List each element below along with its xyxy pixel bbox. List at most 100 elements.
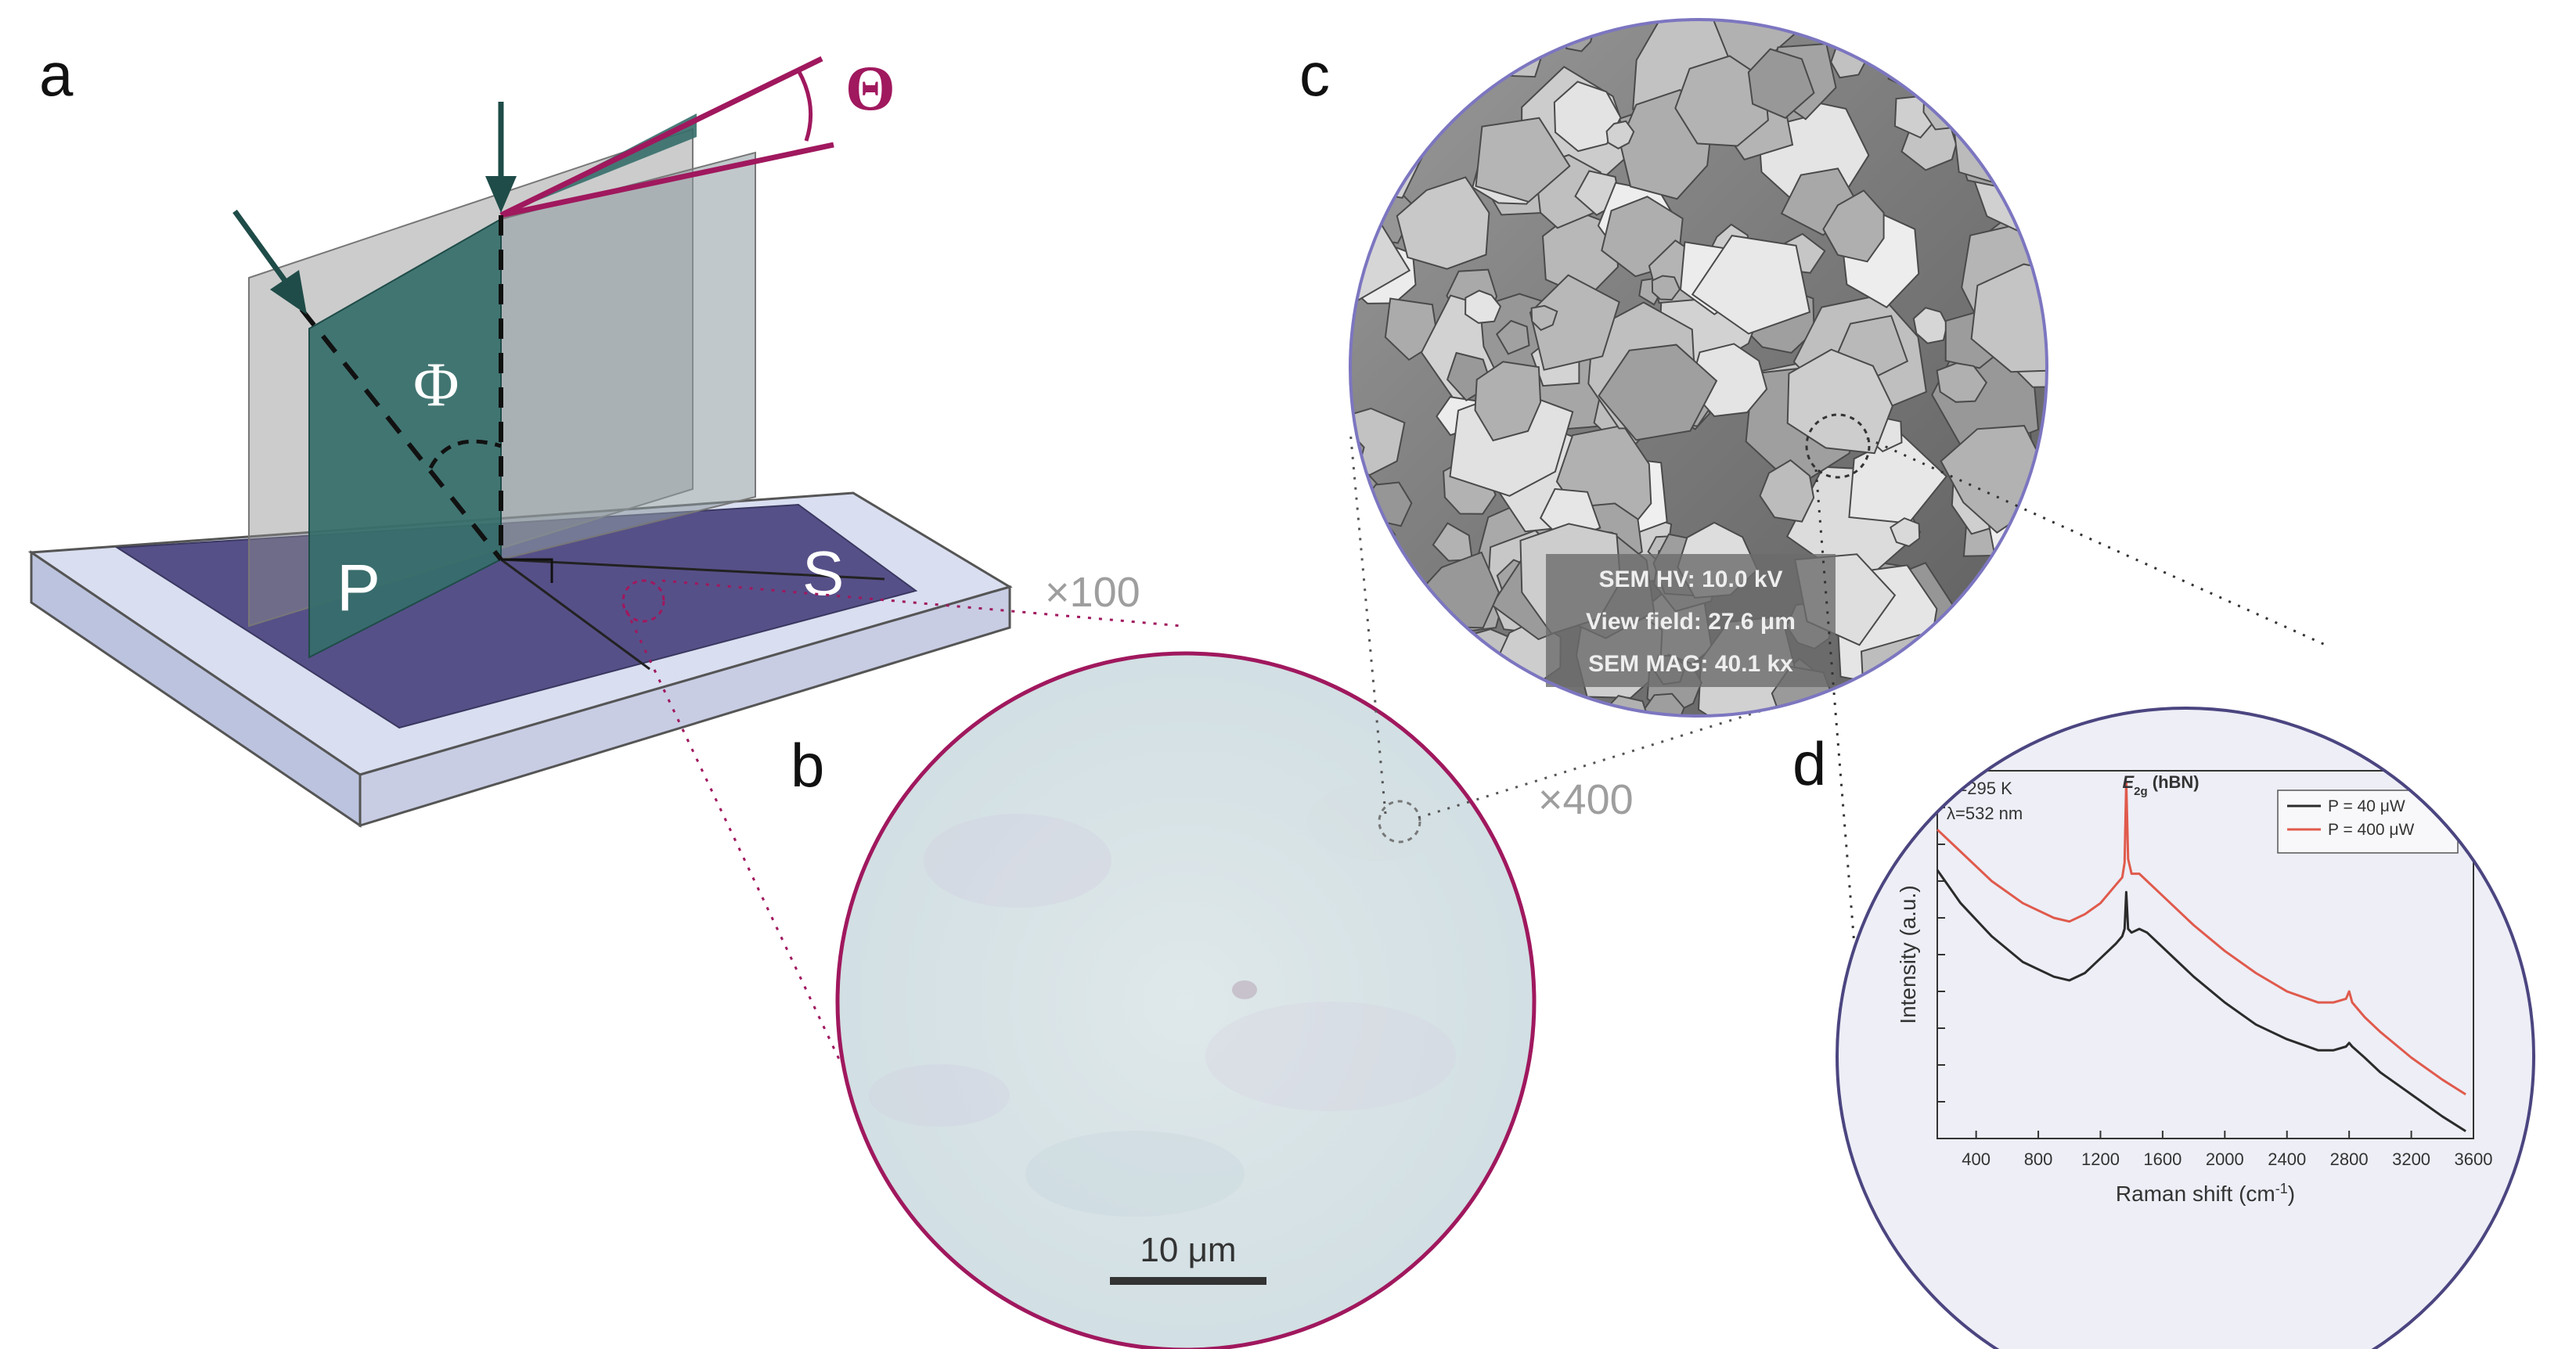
legend-entry: P = 400 μW bbox=[2328, 821, 2415, 839]
sem-grain bbox=[1530, 304, 1558, 331]
substrate-left bbox=[30, 550, 362, 828]
sem-grain bbox=[1396, 176, 1490, 270]
x-tick-label: 3600 bbox=[2455, 1149, 2493, 1169]
theta-line-lower bbox=[500, 142, 834, 218]
sem-grain bbox=[1350, 20, 1371, 52]
sem-grain bbox=[1350, 597, 1442, 677]
sem-info-box bbox=[1546, 554, 1836, 687]
sem-grain bbox=[1747, 48, 1815, 119]
sem-grain bbox=[1651, 275, 1681, 301]
series-line-2 bbox=[1936, 780, 2466, 1095]
sem-grain bbox=[1759, 459, 1815, 523]
sem-grain bbox=[1860, 634, 1957, 716]
condition-label: λ=532 nm bbox=[1947, 804, 2023, 823]
zoom-line-a-b-2 bbox=[625, 610, 843, 1065]
theta-symbol: Θ bbox=[845, 52, 895, 124]
sem-grain bbox=[1674, 55, 1769, 147]
sem-grain bbox=[1877, 656, 1978, 716]
sem-grain bbox=[2007, 516, 2047, 561]
sem-grain bbox=[1448, 47, 1492, 85]
panel-d-raman-spectrum: d 400 800 1200 1600 2000 2400 2800 3200 3600Rama… bbox=[1792, 707, 2535, 1349]
sample-cross-line-1 bbox=[500, 558, 650, 671]
sem-grain bbox=[1495, 319, 1530, 355]
x-axis-label: Raman shift (cm-1) bbox=[2116, 1181, 2295, 1206]
sem-grain bbox=[1430, 679, 1467, 716]
sem-grain bbox=[1970, 263, 2047, 373]
x-tick-label: 3200 bbox=[2392, 1149, 2430, 1169]
sem-mag-label: SEM MAG: 40.1 kx bbox=[1588, 651, 1793, 677]
sem-grain bbox=[1553, 81, 1622, 153]
sem-grain bbox=[1605, 120, 1635, 149]
plane-label-p: P bbox=[337, 551, 380, 624]
sem-grain bbox=[1936, 362, 1988, 403]
s-plane-right bbox=[500, 151, 756, 561]
theta-line-upper bbox=[499, 56, 823, 218]
sem-grain bbox=[1902, 20, 2002, 63]
panel-letter-d: d bbox=[1792, 729, 1826, 798]
sem-grain bbox=[1375, 20, 1483, 77]
magnification-label-400: ×400 bbox=[1538, 776, 1634, 823]
plane-label-s: S bbox=[802, 538, 844, 608]
sem-grain bbox=[1822, 189, 1885, 263]
incidence-dashed-line bbox=[299, 308, 503, 561]
sample-cross-line-2 bbox=[500, 558, 885, 581]
sem-grain bbox=[1890, 517, 1921, 548]
scale-bar-label: 10 μm bbox=[1140, 1231, 1236, 1269]
y-axis-label: Intensity (a.u.) bbox=[1896, 885, 1920, 1023]
sem-grain bbox=[1891, 658, 1999, 716]
sem-grain bbox=[1475, 117, 1571, 203]
x-tick-label: 1200 bbox=[2081, 1149, 2120, 1169]
arrow-oblique-head bbox=[270, 270, 307, 315]
phi-symbol: Φ bbox=[413, 351, 459, 419]
sem-grain bbox=[1996, 60, 2047, 138]
phi-arc bbox=[428, 439, 502, 469]
panel-b-optical-micrograph: b 10 μm ×400 bbox=[791, 651, 1634, 1349]
panel-letter-a: a bbox=[39, 40, 74, 109]
sem-grain bbox=[1952, 95, 2035, 187]
x-tick-label: 800 bbox=[2024, 1149, 2053, 1169]
x-tick-label: 1600 bbox=[2143, 1149, 2181, 1169]
x-tick-label: 2400 bbox=[2268, 1149, 2306, 1169]
theta-arc bbox=[796, 69, 813, 142]
panel-c-sem-image: c SEM HV: 10.0 kV View field: 27.6 μm SE… bbox=[1299, 18, 2048, 718]
panel-letter-b: b bbox=[791, 731, 824, 800]
sem-grain bbox=[1822, 20, 1865, 49]
raman-circle-border bbox=[1836, 707, 2535, 1349]
sem-grain bbox=[1353, 20, 1468, 121]
sem-grain bbox=[1350, 20, 1437, 55]
optical-image-border bbox=[835, 651, 1537, 1349]
arrow-oblique-shaft bbox=[232, 209, 288, 284]
magnification-label-100: ×100 bbox=[1045, 569, 1140, 616]
panel-a-geometry-diagram: a Θ Φ P S bbox=[27, 40, 1140, 828]
sem-zoom-marker bbox=[1805, 413, 1871, 479]
sem-grain bbox=[1786, 348, 1893, 455]
sem-grain bbox=[1350, 595, 1443, 680]
scale-bar bbox=[1110, 1277, 1266, 1285]
sem-grain bbox=[1965, 690, 2012, 716]
sample-zoom-marker bbox=[621, 579, 665, 623]
sem-grain bbox=[1465, 290, 1502, 324]
raman-chart: 400 800 1200 1600 2000 2400 2800 3200 3600Raman … bbox=[1896, 770, 2493, 1206]
x-tick-label: 400 bbox=[1962, 1149, 1991, 1169]
sem-grain bbox=[1350, 84, 1409, 168]
optical-zoom-marker bbox=[1378, 800, 1421, 844]
sem-grain bbox=[1474, 361, 1542, 442]
peak-label: E2g (hBN) bbox=[2122, 772, 2199, 798]
sem-image-border bbox=[1349, 18, 2048, 718]
arrow-normal-head bbox=[485, 176, 517, 213]
sem-view-field-label: View field: 27.6 μm bbox=[1586, 609, 1796, 635]
panel-letter-c: c bbox=[1299, 40, 1330, 109]
series-line-1 bbox=[1936, 869, 2466, 1132]
sem-hv-label: SEM HV: 10.0 kV bbox=[1598, 567, 1782, 592]
optical-image-texture bbox=[869, 782, 1456, 1217]
legend-entry: P = 40 μW bbox=[2328, 797, 2405, 815]
sem-grain bbox=[1375, 83, 1440, 146]
sem-grain bbox=[1691, 235, 1811, 335]
x-tick-label: 2800 bbox=[2330, 1149, 2369, 1169]
x-tick-label: 2000 bbox=[2206, 1149, 2244, 1169]
sem-grain bbox=[1598, 344, 1718, 441]
sem-grain bbox=[1483, 22, 1545, 78]
raman-circle-background bbox=[1837, 708, 2534, 1349]
right-angle-marker bbox=[501, 558, 553, 583]
